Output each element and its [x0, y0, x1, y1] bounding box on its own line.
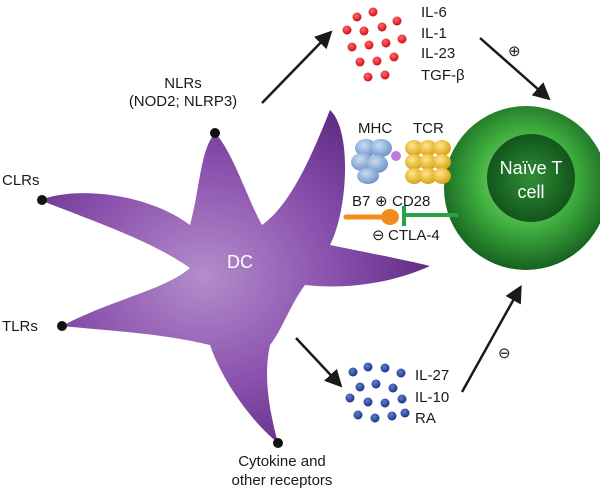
tlrs-label: TLRs: [2, 318, 38, 335]
mhc-label: MHC: [358, 120, 392, 137]
bottom-cytokine-dots: [345, 362, 410, 423]
cd28-ctla4-molecule: [402, 206, 458, 226]
top-cytokine-plus-sign: ⊕: [508, 43, 521, 60]
ctla4-minus-sign: ⊖: [372, 227, 385, 244]
bottom-cytokine-il10: IL-10: [415, 389, 449, 406]
top-cytokine-tgfb: TGF-β: [421, 67, 465, 84]
cytokine-receptors-label-1: Cytokine and: [238, 453, 326, 470]
nlrs-detail-label: (NOD2; NLRP3): [129, 93, 237, 110]
b7-cd28-plus-sign: ⊕: [375, 193, 388, 210]
bottom-cytokine-ra: RA: [415, 410, 436, 427]
clrs-label: CLRs: [2, 172, 40, 189]
arrow-dc-to-bottom-cytokines: [295, 337, 343, 388]
dc-label: DC: [227, 252, 253, 272]
ctla4-label: CTLA-4: [388, 227, 440, 244]
t-cell-label-2: cell: [517, 182, 544, 202]
b7-label: B7: [352, 193, 370, 210]
t-cell-nucleus: [487, 134, 575, 222]
clr-receptor-dot: [37, 195, 47, 205]
bottom-cytokine-il27: IL-27: [415, 367, 449, 384]
top-cytokine-il23: IL-23: [421, 45, 455, 62]
nlr-receptor-dot: [210, 128, 220, 138]
arrow-bottom-cytokines-to-tcell: [460, 284, 522, 393]
peptide: [391, 151, 401, 161]
top-cytokine-il6: IL-6: [421, 4, 447, 21]
tlr-receptor-dot: [57, 321, 67, 331]
tcr-molecule: [405, 140, 451, 184]
bottom-cytokine-minus-sign: ⊖: [498, 345, 511, 362]
b7-molecule: [343, 209, 399, 225]
t-cell-label-1: Naïve T: [500, 158, 563, 178]
top-cytokine-dots: [342, 7, 407, 82]
tcr-label: TCR: [413, 120, 444, 137]
cd28-label: CD28: [392, 193, 430, 210]
top-cytokine-il1: IL-1: [421, 25, 447, 42]
dendritic-cell-body: [40, 110, 430, 443]
arrow-dc-to-top-cytokines: [261, 30, 333, 104]
cytokine-receptors-label-2: other receptors: [232, 472, 333, 489]
arrow-top-cytokines-to-tcell: [479, 37, 551, 101]
nlrs-label: NLRs: [164, 75, 202, 92]
mhc-molecule: [351, 139, 401, 184]
cytokine-receptor-dot: [273, 438, 283, 448]
